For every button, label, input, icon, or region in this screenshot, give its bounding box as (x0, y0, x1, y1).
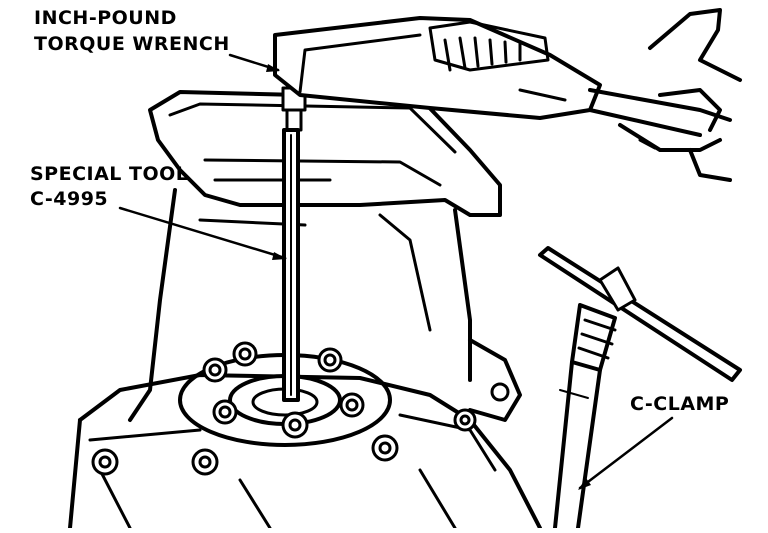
special-tool-label-line2: C-4995 (30, 188, 109, 210)
leader-arrowheads (266, 64, 591, 490)
retainer-bolts (91, 341, 477, 476)
torque-wrench-label-line2: TORQUE WRENCH (34, 33, 230, 55)
special-tool-shaft (281, 86, 307, 402)
c-clamp (538, 246, 742, 530)
special-tool-label-line1: SPECIAL TOOL (30, 163, 189, 185)
hand (618, 8, 742, 182)
leader-lines (118, 53, 674, 490)
c-clamp-label: C-CLAMP (630, 393, 730, 415)
tool-leader-line (118, 206, 287, 260)
clamp-leader-line (578, 416, 674, 490)
torque-wrench-label-line1: INCH-POUND (34, 7, 177, 29)
torque-wrench (273, 16, 732, 137)
transmission-case (68, 90, 542, 530)
